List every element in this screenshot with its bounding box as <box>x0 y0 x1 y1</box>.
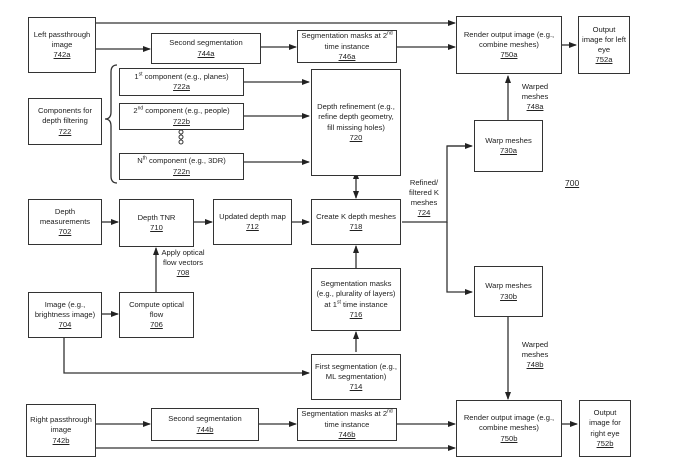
node-ref: 714 <box>349 382 363 391</box>
node-ref: 730a <box>500 146 517 155</box>
warped-meshes-b-label: Warped meshes 748b <box>521 340 549 370</box>
figure-number: 700 <box>565 178 580 188</box>
segmentation-masks-2nd-b-node: Segmentation masks at 2nd time instance … <box>297 408 397 441</box>
component-2-node: 2nd component (e.g., people) 722b <box>119 103 244 130</box>
node-text: Left passthrough image <box>33 29 91 49</box>
output-right-eye-node: Output image for right eye 752b <box>579 400 631 457</box>
node-text: Second segmentation <box>168 414 242 424</box>
node-text: Render output image (e.g., combine meshe… <box>463 413 555 433</box>
refined-meshes-label: Refined/ filtered K meshes 724 <box>409 178 439 218</box>
node-ref: 746b <box>338 429 356 439</box>
updated-depth-map-node: Updated depth map 712 <box>213 199 292 245</box>
ellipsis-dots <box>178 129 184 145</box>
node-text: Image (e.g., brightness image) <box>34 299 96 319</box>
node-text: Segmentation masks (e.g., plurality of l… <box>316 279 396 309</box>
node-ref: 746a <box>338 51 356 61</box>
node-ref: 722a <box>173 82 190 91</box>
second-segmentation-b-node: Second segmentation 744b <box>151 408 259 441</box>
components-node: Components for depth filtering 722 <box>28 98 102 145</box>
warp-meshes-a-node: Warp meshes 730a <box>474 120 543 172</box>
right-passthrough-image-node: Right passthrough image 742b <box>26 404 96 457</box>
node-ref: 710 <box>150 223 163 232</box>
node-text: Right passthrough image <box>30 415 92 435</box>
node-text: Warp meshes <box>485 135 532 145</box>
node-ref: 742a <box>53 50 71 59</box>
node-ref: 744b <box>196 424 214 434</box>
node-text: Depth TNR <box>137 212 176 222</box>
node-text: 1st component (e.g., planes) <box>134 71 229 81</box>
node-ref: 716 <box>349 309 363 319</box>
component-1-node: 1st component (e.g., planes) 722a <box>119 68 244 96</box>
node-ref: 718 <box>349 222 363 231</box>
node-text: Segmentation masks at 2nd time instance <box>301 30 393 51</box>
node-ref: 730b <box>500 291 517 301</box>
node-text: Segmentation masks at 2nd time instance <box>301 408 393 429</box>
node-text: Warp meshes <box>485 281 532 291</box>
node-text: Create K depth meshes <box>316 211 396 221</box>
node-text: Second segmentation <box>169 38 243 48</box>
node-ref: 742b <box>52 435 70 445</box>
node-text: 2nd component (e.g., people) <box>133 105 230 116</box>
node-text: Depth measurements <box>39 206 91 226</box>
node-ref: 704 <box>58 320 72 329</box>
node-text: Depth refinement (e.g., refine depth geo… <box>317 102 395 132</box>
segmentation-masks-2nd-a-node: Segmentation masks at 2nd time instance … <box>297 30 397 63</box>
node-ref: 712 <box>246 222 259 231</box>
brace <box>104 64 118 184</box>
edge-718-730b <box>446 222 473 295</box>
image-node: Image (e.g., brightness image) 704 <box>28 292 102 338</box>
node-ref: 720 <box>349 132 363 142</box>
node-ref: 722n <box>173 166 190 176</box>
node-text: Output image for right eye <box>589 408 621 438</box>
node-text: Compute optical flow <box>129 299 184 319</box>
node-ref: 752b <box>596 438 614 448</box>
node-ref: 744a <box>197 48 215 58</box>
node-ref: 702 <box>58 227 72 236</box>
segmentation-masks-1st-node: Segmentation masks (e.g., plurality of l… <box>311 268 401 331</box>
create-k-depth-meshes-node: Create K depth meshes 718 <box>311 199 401 245</box>
render-output-b-node: Render output image (e.g., combine meshe… <box>456 400 562 457</box>
depth-tnr-node: Depth TNR 710 <box>119 199 194 247</box>
node-ref: 750b <box>500 433 518 443</box>
node-ref: 752a <box>595 55 613 65</box>
node-text: First segmentation (e.g., ML segmentatio… <box>315 361 397 381</box>
edge-704-714 <box>63 337 310 376</box>
depth-refinement-node: Depth refinement (e.g., refine depth geo… <box>311 69 401 176</box>
warp-meshes-b-node: Warp meshes 730b <box>474 266 543 317</box>
component-n-node: Nth component (e.g., 3DR) 722n <box>119 153 244 180</box>
apply-optical-flow-label: Apply optical flow vectors 708 <box>161 248 205 278</box>
node-ref: 750a <box>500 50 518 59</box>
output-left-eye-node: Output image for left eye 752a <box>578 16 630 74</box>
node-text: Components for depth filtering <box>37 106 93 126</box>
node-text: Output image for left eye <box>582 24 626 54</box>
node-text: Render output image (e.g., combine meshe… <box>463 29 555 49</box>
second-segmentation-a-node: Second segmentation 744a <box>151 33 261 64</box>
render-output-a-node: Render output image (e.g., combine meshe… <box>456 16 562 74</box>
left-passthrough-image-node: Left passthrough image 742a <box>28 17 96 73</box>
node-text: Updated depth map <box>219 211 286 221</box>
node-text: Nth component (e.g., 3DR) <box>137 155 226 166</box>
node-ref: 722 <box>58 126 72 136</box>
node-ref: 722b <box>173 116 190 126</box>
node-ref: 706 <box>150 320 163 329</box>
depth-measurements-node: Depth measurements 702 <box>28 199 102 245</box>
warped-meshes-a-label: Warped meshes 748a <box>521 82 549 112</box>
compute-optical-flow-node: Compute optical flow 706 <box>119 292 194 338</box>
first-segmentation-node: First segmentation (e.g., ML segmentatio… <box>311 354 401 400</box>
